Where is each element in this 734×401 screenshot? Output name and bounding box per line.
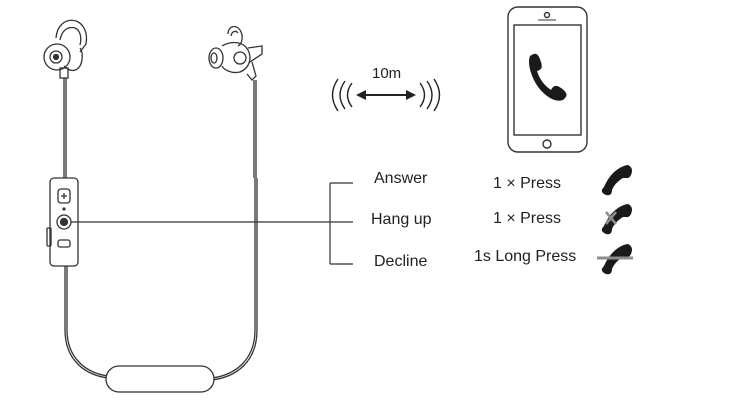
phone-call-icon <box>529 53 567 101</box>
action-label-hang-up: 1 × Press <box>493 210 562 227</box>
neckband-cable <box>64 178 258 393</box>
volume-minus-button[interactable] <box>57 239 71 248</box>
phone-answer-icon <box>601 165 632 196</box>
phone-decline-icon <box>597 244 633 275</box>
range-indicator <box>331 78 441 112</box>
left-earbud <box>43 19 88 178</box>
function-label-decline: Decline <box>374 253 428 270</box>
function-label-hang-up: Hang up <box>371 211 432 228</box>
signal-waves-left-icon <box>331 78 353 112</box>
signal-waves-right-icon <box>419 78 441 112</box>
action-label-decline: 1s Long Press <box>474 248 577 265</box>
action-label-answer: 1 × Press <box>493 175 562 192</box>
microphone-dot <box>62 207 66 211</box>
function-bracket <box>71 182 353 265</box>
range-distance-label: 10m <box>372 65 402 82</box>
volume-plus-button[interactable] <box>57 188 71 204</box>
phone-hangup-icon <box>601 204 632 235</box>
double-arrow-icon <box>356 90 416 100</box>
right-earbud <box>208 25 263 178</box>
smartphone <box>507 6 588 153</box>
function-label-answer: Answer <box>374 170 428 187</box>
